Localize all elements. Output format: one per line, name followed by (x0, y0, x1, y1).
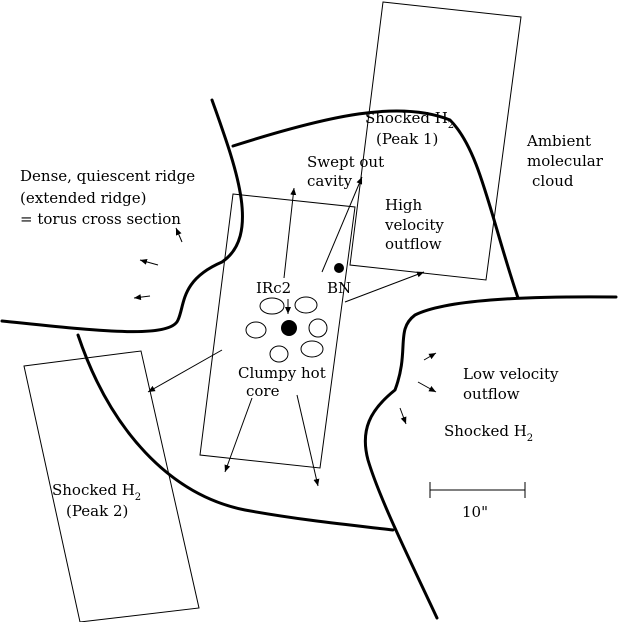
ridge-boundary-lower-left (76, 333, 395, 532)
clump (259, 297, 285, 315)
label-clumpy-2: core (246, 382, 280, 400)
arrow-ridge-3 (133, 294, 151, 301)
label-swept-1: Swept out (307, 153, 384, 171)
label-peak1: (Peak 1) (376, 130, 438, 148)
label-swept-2: cavity (307, 172, 353, 190)
label-shocked-h2-right: Shocked H2 (444, 422, 533, 444)
arrow-low-1 (423, 352, 437, 361)
arrow-left-core (147, 349, 223, 393)
label-shocked-h2-peak2: Shocked H2 (52, 481, 141, 503)
central-box (199, 193, 356, 469)
label-ambient-1: Ambient (526, 132, 591, 150)
clump (245, 321, 267, 339)
arrow-high-velocity (344, 271, 425, 303)
ridge-boundary-upper-left (0, 98, 244, 334)
arrow-down-left (224, 397, 253, 473)
cavity-boundary-top (231, 109, 520, 300)
label-high-1: High (385, 196, 422, 214)
label-high-2: velocity (384, 216, 444, 234)
label-high-3: outflow (385, 235, 442, 253)
irc2-source (281, 320, 297, 336)
arrow-low-3 (399, 407, 407, 425)
clump (269, 345, 289, 363)
bn-source (334, 263, 344, 273)
label-shocked-h2-peak1: Shocked H2 (365, 109, 454, 131)
peak2-box (23, 350, 200, 622)
clump (294, 296, 318, 314)
label-ambient-3: cloud (532, 172, 574, 190)
label-bn: BN (327, 279, 351, 297)
arrow-down-right (296, 394, 320, 487)
clump (308, 318, 328, 338)
label-low-2: outflow (463, 385, 520, 403)
arrow-up-cavity (283, 187, 297, 279)
label-ambient-2: molecular (527, 152, 604, 170)
arrow-ridge-2 (139, 258, 159, 266)
label-peak2: (Peak 2) (66, 502, 128, 520)
label-low-1: Low velocity (463, 365, 559, 383)
label-scale-bar: 10" (462, 503, 488, 521)
clump (300, 340, 324, 358)
cavity-boundary-right (363, 295, 618, 620)
label-clumpy-1: Clumpy hot (238, 364, 326, 382)
label-dense-3: = torus cross section (20, 210, 181, 228)
label-dense-2: (extended ridge) (20, 189, 147, 207)
label-dense-1: Dense, quiescent ridge (20, 167, 195, 185)
arrow-low-2 (417, 381, 437, 393)
label-irc2: IRc2 (256, 279, 291, 297)
arrow-swept-cavity (321, 176, 363, 273)
arrow-ridge-1 (175, 227, 183, 243)
